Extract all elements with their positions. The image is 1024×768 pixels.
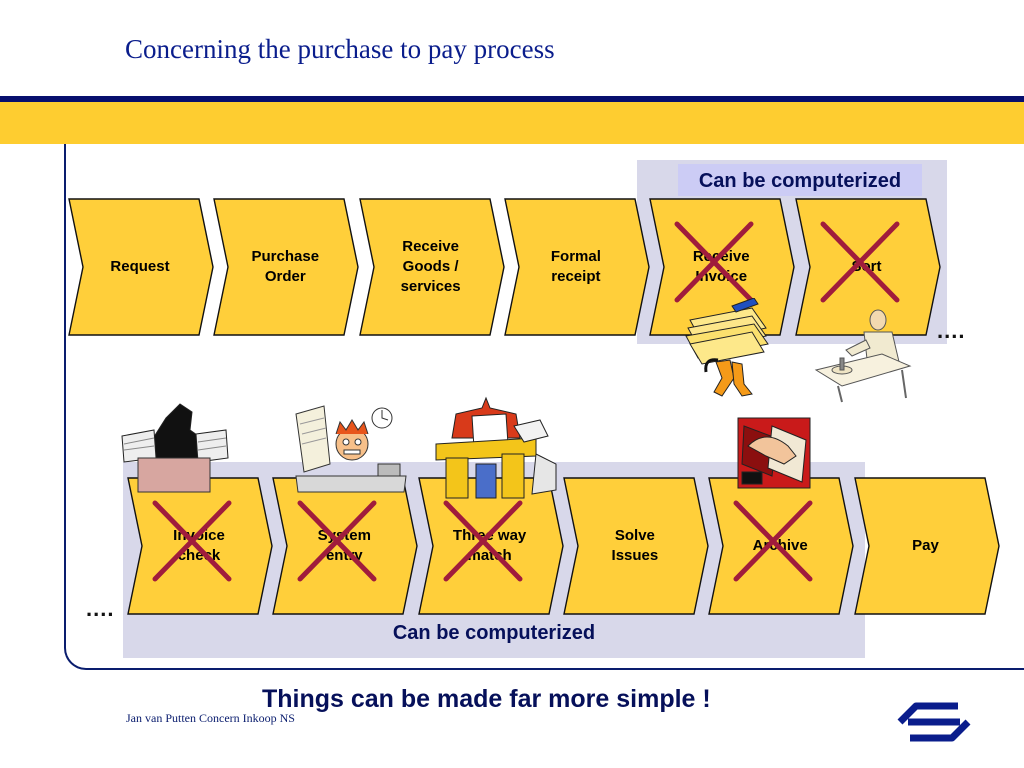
chevron-shape (853, 477, 1000, 615)
step-label: Pay (912, 537, 939, 554)
conclusion-statement: Things can be made far more simple ! (262, 685, 711, 713)
manager-desk-clipart-icon (121, 403, 229, 493)
top-panel-label: Can be computerized (678, 164, 922, 196)
chevron-shape (563, 477, 709, 615)
chevron-shape (504, 198, 650, 336)
step-label: Solve Issues (611, 527, 659, 564)
crossed-out-icon (674, 221, 754, 303)
crossed-out-icon (733, 500, 813, 582)
chevron-shape (213, 198, 360, 336)
bottom-panel-label: Can be computerized (392, 622, 596, 644)
page-title: Concerning the purchase to pay process (125, 34, 555, 64)
bottom-row-step-1: Invoice check (127, 477, 273, 615)
top-row-continuation: .... (937, 318, 966, 343)
top-row-step-4: Formal receipt (504, 198, 650, 336)
top-row-step-6: Sort (794, 198, 941, 336)
bottom-row-step-4: Solve Issues (563, 477, 709, 615)
header-navy-stripe (0, 96, 1024, 102)
crossed-out-icon (820, 221, 899, 303)
header-yellow-band (0, 102, 1024, 144)
step-label: Purchase Order (251, 248, 320, 285)
bottom-row-step-3: Three way match (417, 477, 564, 615)
top-row-step-2: Purchase Order (213, 198, 360, 336)
step-label: Request (110, 258, 170, 275)
bottom-row-step-2: System entry (272, 477, 419, 615)
step-label: Receive Goods / services (400, 238, 461, 295)
chevron-shape (358, 198, 505, 336)
cluttered-desk-clipart-icon (435, 396, 557, 499)
crossed-out-icon (152, 500, 232, 582)
ns-logo-icon (897, 702, 971, 742)
bottom-row-step-5: Archive (708, 477, 854, 615)
top-row-step-5: Receive Invoice (649, 198, 795, 336)
bottom-row-step-6: Pay (853, 477, 1000, 615)
content-frame (64, 144, 1024, 670)
crossed-out-icon (297, 500, 377, 582)
chevron-shape (68, 198, 214, 336)
crossed-out-icon (443, 500, 523, 582)
paper-carrier-clipart-icon (685, 298, 769, 397)
archive-file-clipart-icon (737, 417, 811, 489)
bottom-row-continuation: .... (86, 596, 115, 621)
footer-author: Jan van Putten Concern Inkoop NS (126, 711, 295, 725)
top-row-step-3: Receive Goods / services (358, 198, 505, 336)
stressed-clerk-clipart-icon (295, 405, 407, 493)
step-label: Formal receipt (550, 248, 601, 285)
top-row-step-1: Request (68, 198, 214, 336)
clerk-at-desk-clipart-icon (814, 309, 912, 403)
